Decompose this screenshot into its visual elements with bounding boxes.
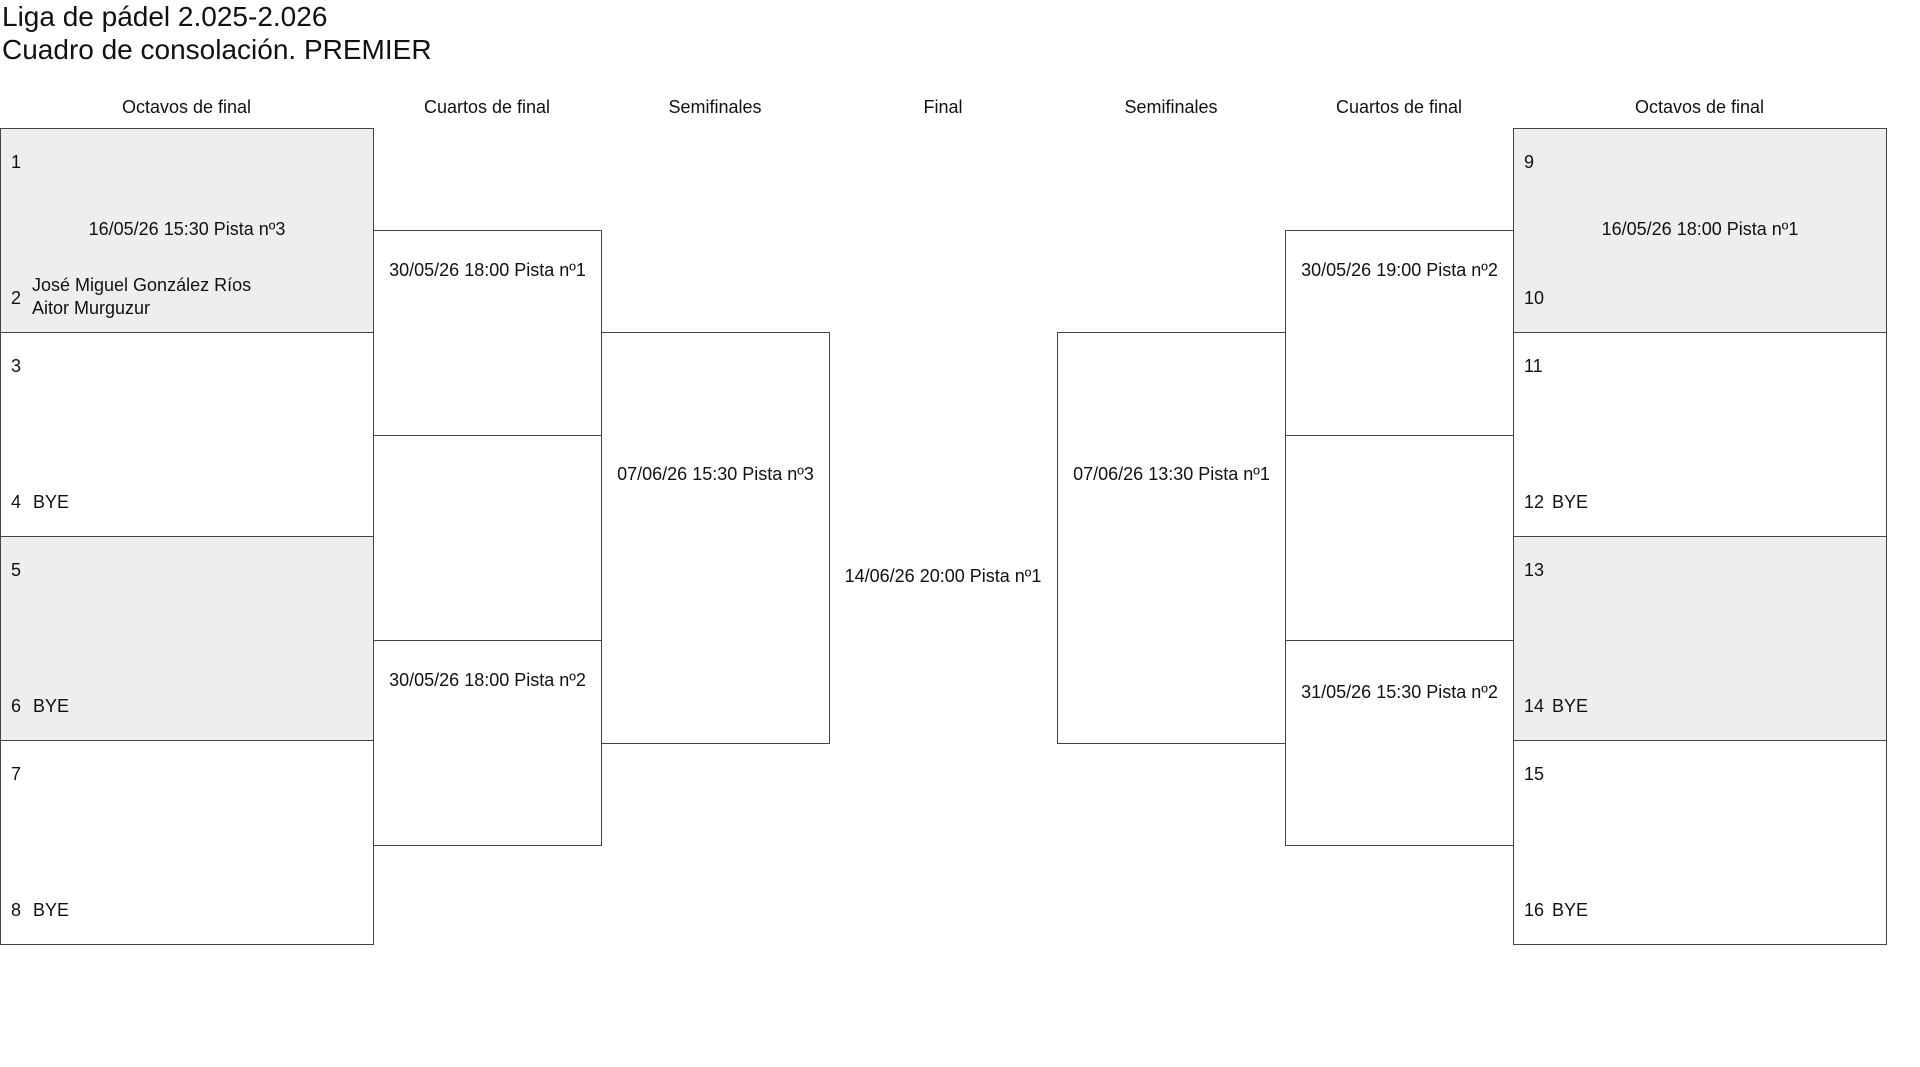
seed-number: 2 bbox=[11, 288, 22, 308]
left-r16-match-3: 5 6 BYE bbox=[0, 536, 374, 741]
page-title: Liga de pádel 2.025-2.026 bbox=[2, 1, 328, 32]
seed-number: 7 bbox=[11, 764, 22, 784]
left-r16-match-4: 7 8 BYE bbox=[0, 740, 374, 945]
left-qf-match-1: 30/05/26 18:00 Pista nº1 bbox=[373, 230, 602, 436]
right-r16-match-2: 11 12 BYE bbox=[1513, 332, 1887, 537]
seed-number: 13 bbox=[1524, 560, 1545, 580]
seed-number: 8 bbox=[11, 900, 22, 920]
right-qf-match-2: 31/05/26 15:30 Pista nº2 bbox=[1285, 640, 1514, 846]
bye-label: BYE bbox=[1552, 492, 1589, 512]
seed-number: 5 bbox=[11, 560, 22, 580]
seed-number: 10 bbox=[1524, 288, 1545, 308]
bye-label: BYE bbox=[1552, 696, 1589, 716]
seed-number: 6 bbox=[11, 696, 22, 716]
left-r16-match-1: 1 16/05/26 15:30 Pista nº3 2 José Miguel… bbox=[0, 128, 374, 333]
seed-number: 14 bbox=[1524, 696, 1545, 716]
page-subtitle: Cuadro de consolación. PREMIER bbox=[2, 34, 432, 65]
seed-number: 4 bbox=[11, 492, 22, 512]
seed-number: 11 bbox=[1524, 356, 1543, 376]
seed-number: 1 bbox=[11, 152, 22, 172]
match-info: 30/05/26 18:00 Pista nº2 bbox=[389, 670, 586, 690]
right-r16-match-4: 15 16 BYE bbox=[1513, 740, 1887, 945]
seed-number: 3 bbox=[11, 356, 22, 376]
match-info: 07/06/26 15:30 Pista nº3 bbox=[617, 464, 814, 484]
bye-label: BYE bbox=[33, 696, 70, 716]
right-sf-match: 07/06/26 13:30 Pista nº1 bbox=[1057, 332, 1286, 744]
seed-number: 15 bbox=[1524, 764, 1545, 784]
match-info: 16/05/26 18:00 Pista nº1 bbox=[1601, 219, 1799, 239]
final-match-info: 14/06/26 20:00 Pista nº1 bbox=[844, 566, 1042, 586]
bye-label: BYE bbox=[33, 900, 70, 920]
right-r16-match-3: 13 14 BYE bbox=[1513, 536, 1887, 741]
seed-number: 9 bbox=[1524, 152, 1535, 172]
column-header-final: Final bbox=[923, 97, 963, 117]
column-header-left-qf: Cuartos de final bbox=[423, 97, 551, 117]
match-info: 30/05/26 18:00 Pista nº1 bbox=[389, 260, 586, 280]
column-header-right-sf: Semifinales bbox=[1124, 97, 1218, 117]
left-r16-match-2: 3 4 BYE bbox=[0, 332, 374, 537]
column-header-left-r16: Octavos de final bbox=[121, 97, 252, 117]
column-header-right-qf: Cuartos de final bbox=[1335, 97, 1463, 117]
bye-label: BYE bbox=[33, 492, 70, 512]
player-name: Aitor Murguzur bbox=[32, 298, 151, 318]
seed-number: 16 bbox=[1524, 900, 1545, 920]
right-r16-match-1: 9 16/05/26 18:00 Pista nº1 10 bbox=[1513, 128, 1887, 333]
bye-label: BYE bbox=[1552, 900, 1589, 920]
left-sf-match: 07/06/26 15:30 Pista nº3 bbox=[601, 332, 830, 744]
left-qf-match-2: 30/05/26 18:00 Pista nº2 bbox=[373, 640, 602, 846]
column-header-left-sf: Semifinales bbox=[668, 97, 762, 117]
match-info: 31/05/26 15:30 Pista nº2 bbox=[1301, 682, 1498, 702]
match-info: 16/05/26 15:30 Pista nº3 bbox=[88, 219, 286, 239]
match-info: 30/05/26 19:00 Pista nº2 bbox=[1301, 260, 1498, 280]
right-qf-match-1: 30/05/26 19:00 Pista nº2 bbox=[1285, 230, 1514, 436]
player-name: José Miguel González Ríos bbox=[32, 275, 252, 295]
match-info: 07/06/26 13:30 Pista nº1 bbox=[1073, 464, 1270, 484]
column-header-right-r16: Octavos de final bbox=[1634, 97, 1765, 117]
seed-number: 12 bbox=[1524, 492, 1545, 512]
